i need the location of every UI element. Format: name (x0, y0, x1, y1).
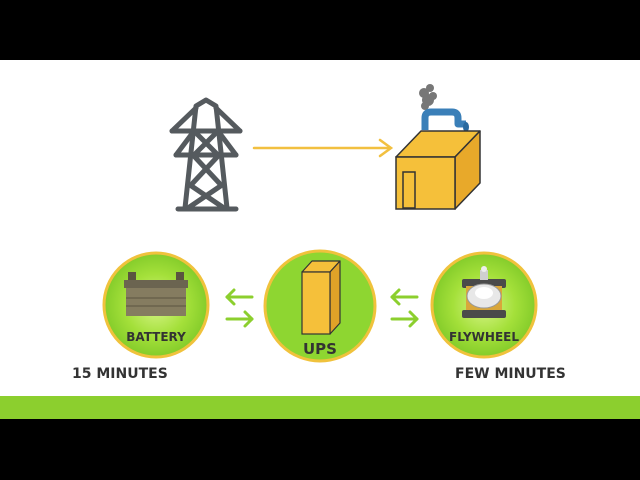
battery-icon (124, 272, 188, 316)
building-door (402, 171, 416, 209)
battery-node: BATTERY (102, 251, 210, 359)
battery-label: BATTERY (126, 330, 186, 344)
generator-building-icon (395, 84, 481, 210)
transmission-tower-icon (169, 97, 243, 212)
ups-node: UPS (263, 249, 377, 363)
smoke-icon (419, 84, 437, 110)
ups-box-icon (301, 260, 341, 335)
letterbox-top (0, 0, 640, 60)
exhaust-pipe (421, 108, 466, 130)
arrow-right-icon (252, 138, 394, 158)
ups-flywheel-arrows (390, 288, 419, 328)
battery-ups-arrows (225, 288, 254, 328)
flywheel-label: FLYWHEEL (449, 330, 519, 344)
flywheel-duration: FEW MINUTES (455, 366, 566, 382)
footer-green-bar (0, 396, 640, 419)
flywheel-icon (462, 266, 506, 318)
ups-label: UPS (303, 340, 337, 358)
letterbox-bottom (0, 419, 640, 480)
flywheel-node: FLYWHEEL (430, 251, 538, 359)
arrow-left-icon (390, 288, 419, 306)
arrow-left-icon (225, 288, 254, 306)
arrow-right-icon (390, 310, 419, 328)
battery-duration: 15 MINUTES (72, 366, 168, 382)
arrow-right-icon (225, 310, 254, 328)
